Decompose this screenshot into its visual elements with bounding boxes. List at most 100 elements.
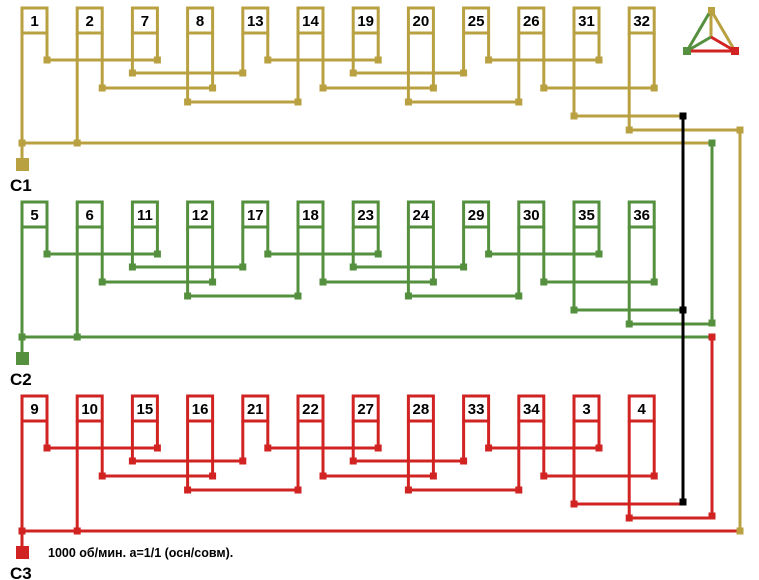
slot-35: 35: [572, 200, 601, 229]
slot-18: 18: [296, 200, 325, 229]
slot-27: 27: [351, 394, 380, 423]
slot-31: 31: [572, 6, 601, 35]
slot-number: 25: [468, 13, 485, 30]
slot-number: 19: [357, 13, 374, 30]
slot-4: 4: [627, 394, 656, 423]
slot-16: 16: [186, 394, 215, 423]
slot-20: 20: [406, 6, 435, 35]
slot-box: [517, 200, 546, 229]
slot-3: 3: [572, 394, 601, 423]
slot-number: 30: [523, 207, 540, 224]
slot-33: 33: [462, 394, 491, 423]
slot-box: [462, 6, 491, 35]
slot-box: [406, 200, 435, 229]
slot-box: [241, 200, 270, 229]
phase-label-c3: C3: [10, 564, 32, 580]
slot-number: 22: [302, 401, 319, 418]
slot-11: 11: [130, 200, 159, 229]
junction-dot: [708, 139, 716, 147]
slot-box: [627, 6, 656, 35]
phase-label-c1: C1: [10, 176, 32, 195]
slot-box: [296, 394, 325, 423]
phase-terminal-c2: [16, 352, 29, 365]
slot-number: 23: [357, 207, 374, 224]
slot-number: 11: [137, 207, 153, 224]
slot-box: [462, 200, 491, 229]
slot-19: 19: [351, 6, 380, 35]
slot-14: 14: [296, 6, 325, 35]
delta-star-connection-icon: [683, 7, 739, 55]
slot-box: [351, 394, 380, 423]
slot-number: 3: [582, 401, 590, 418]
slot-number: 27: [357, 401, 374, 418]
slot-box: [75, 200, 104, 229]
slot-36: 36: [627, 200, 656, 229]
slot-8: 8: [186, 6, 215, 35]
slot-9: 9: [20, 394, 49, 423]
slot-1: 1: [20, 6, 49, 35]
slot-box: [130, 394, 159, 423]
junction-dot: [679, 112, 687, 120]
slot-number: 10: [81, 401, 98, 418]
slot-box: [406, 394, 435, 423]
slot-box: [20, 394, 49, 423]
slot-number: 14: [302, 13, 319, 30]
slot-box: [241, 394, 270, 423]
slot-5: 5: [20, 200, 49, 229]
slot-number: 1: [30, 13, 38, 30]
slot-number: 16: [192, 401, 209, 418]
slot-box: [406, 6, 435, 35]
slot-number: 7: [141, 13, 149, 30]
slot-number: 28: [413, 401, 430, 418]
icon-node: [731, 47, 739, 55]
slot-22: 22: [296, 394, 325, 423]
slot-box: [186, 200, 215, 229]
slot-number: 15: [137, 401, 154, 418]
slot-number: 29: [468, 207, 485, 224]
icon-node: [683, 47, 691, 55]
slot-6: 6: [75, 200, 104, 229]
icon-line: [709, 9, 737, 52]
junction-dot: [679, 306, 687, 314]
slot-number: 5: [30, 207, 38, 224]
slot-30: 30: [517, 200, 546, 229]
slot-number: 4: [638, 401, 647, 418]
slot-32: 32: [627, 6, 656, 35]
phase-terminal-c3: [16, 546, 29, 559]
slot-box: [186, 394, 215, 423]
junction-dot: [736, 527, 744, 535]
slot-number: 24: [413, 207, 430, 224]
slot-number: 34: [523, 401, 540, 418]
slot-number: 13: [247, 13, 264, 30]
slot-number: 9: [30, 401, 38, 418]
slot-26: 26: [517, 6, 546, 35]
slot-number: 2: [86, 13, 94, 30]
junction-dot: [679, 498, 687, 506]
slot-34: 34: [517, 394, 546, 423]
slot-12: 12: [186, 200, 215, 229]
slot-box: [20, 6, 49, 35]
slot-29: 29: [462, 200, 491, 229]
slot-15: 15: [130, 394, 159, 423]
icon-line: [685, 9, 713, 52]
speed-note: 1000 об/мин. а=1/1 (осн/совм).: [48, 546, 233, 560]
slot-23: 23: [351, 200, 380, 229]
slot-number: 33: [468, 401, 485, 418]
slot-21: 21: [241, 394, 270, 423]
slot-box: [130, 200, 159, 229]
slot-number: 17: [247, 207, 264, 224]
slot-10: 10: [75, 394, 104, 423]
slot-box: [572, 394, 601, 423]
slot-28: 28: [406, 394, 435, 423]
slot-13: 13: [241, 6, 270, 35]
slot-box: [572, 200, 601, 229]
slot-box: [296, 200, 325, 229]
slot-17: 17: [241, 200, 270, 229]
slot-box: [517, 394, 546, 423]
slot-number: 20: [413, 13, 430, 30]
slot-number: 31: [578, 13, 595, 30]
junction-dot: [708, 333, 716, 341]
slot-box: [130, 6, 159, 35]
slot-box: [351, 6, 380, 35]
